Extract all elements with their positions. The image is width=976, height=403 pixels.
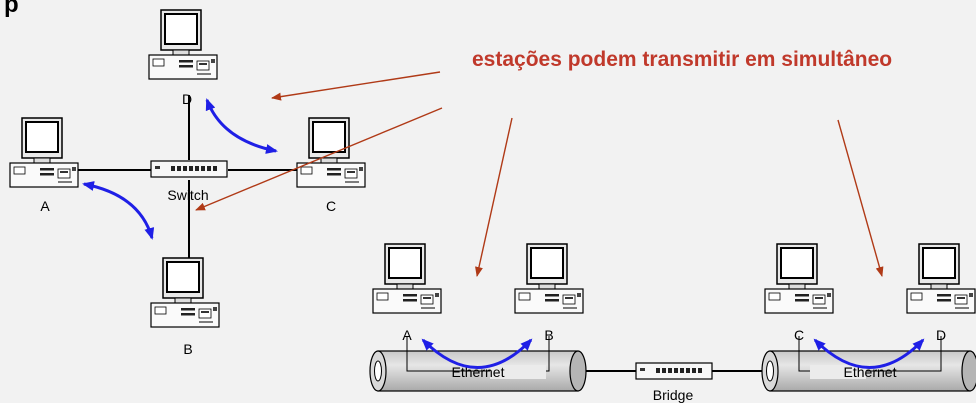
station-label-b: B: [183, 341, 192, 357]
computer-a-icon: [9, 117, 79, 188]
computer-d-icon: [906, 243, 976, 314]
bridge-topology: Ethernet Ethernet Bridge A B C D: [369, 243, 976, 403]
bridge-device: [635, 362, 713, 380]
ethernet-label-left: Ethernet: [452, 364, 505, 380]
ethernet-segment-right: [761, 336, 976, 392]
computer-c-icon: [764, 243, 834, 314]
corner-title: p: [4, 0, 19, 18]
ethernet-label-right: Ethernet: [844, 364, 897, 380]
computer-b-icon: [150, 257, 220, 328]
switch-topology: Switch D A C B: [9, 9, 366, 357]
annotation-arrow: [475, 117, 513, 277]
traffic-arrow-c-d: [813, 338, 925, 369]
computer-d-icon: [148, 9, 218, 80]
station-label-a: A: [40, 198, 50, 214]
station-label-d: D: [182, 91, 192, 107]
annotation-arrow: [271, 71, 441, 101]
station-label-d: D: [936, 327, 946, 343]
traffic-arrow-a-b: [82, 181, 155, 240]
station-label-c: C: [794, 327, 804, 343]
computer-a-icon: [372, 243, 442, 314]
traffic-arrow-d-c: [205, 98, 278, 154]
switch-device: [150, 160, 228, 178]
bridge-label: Bridge: [653, 387, 694, 403]
annotation-arrow: [837, 119, 884, 277]
computer-b-icon: [514, 243, 584, 314]
station-label-c: C: [326, 198, 336, 214]
annotation-arrows: [195, 71, 884, 277]
switch-label: Switch: [167, 187, 208, 203]
traffic-arrow-a-b: [421, 338, 533, 369]
station-label-b: B: [544, 327, 553, 343]
station-label-a: A: [402, 327, 412, 343]
headline: estações podem transmitir em simultâneo: [472, 48, 892, 71]
annotation-arrow: [195, 107, 443, 211]
computer-c-icon: [296, 117, 366, 188]
